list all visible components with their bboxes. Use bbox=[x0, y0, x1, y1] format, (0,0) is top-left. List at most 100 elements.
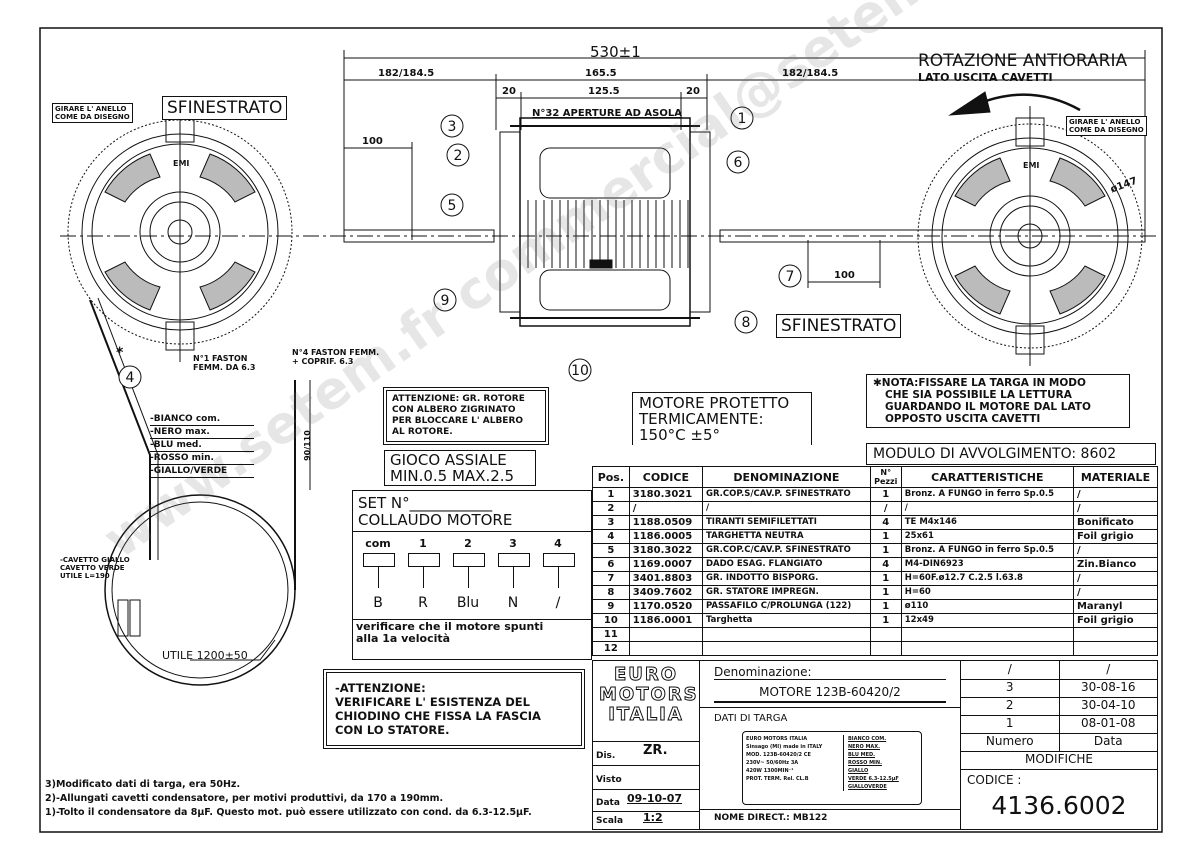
table-cell: H=60F.ø12.7 C.2.5 l.63.8 bbox=[900, 571, 1074, 586]
table-cell: 1186.0001 bbox=[628, 613, 703, 628]
terminal-label: 3 bbox=[509, 537, 517, 550]
table-cell: 4 bbox=[592, 529, 630, 544]
table-cell: / bbox=[869, 501, 902, 516]
table-cell: 7 bbox=[592, 571, 630, 586]
data-label: Data bbox=[596, 798, 620, 808]
terminal-label: com bbox=[365, 537, 391, 550]
balloon-6: 6 bbox=[726, 150, 750, 174]
table-cell: 1 bbox=[869, 613, 902, 628]
terminal-label: 2 bbox=[464, 537, 472, 550]
note-line: VERIFICARE L' ESISTENZA DEL bbox=[335, 695, 530, 709]
scala-value: 1:2 bbox=[643, 811, 663, 824]
table-cell: GR. INDOTTO BISPORG. bbox=[701, 571, 871, 586]
dim-lead-length: 90/110 bbox=[302, 430, 312, 461]
codice-value: 4136.6002 bbox=[991, 791, 1127, 820]
balloon-number: 4 bbox=[126, 370, 135, 386]
table-cell: PASSAFILO C/PROLUNGA (122) bbox=[701, 599, 871, 614]
table-cell: 12x49 bbox=[900, 613, 1074, 628]
scala-label: Scala bbox=[596, 816, 624, 826]
rotation-subtitle: LATO USCITA CAVETTI bbox=[918, 71, 1053, 84]
balloon-number: 6 bbox=[734, 155, 743, 171]
table-cell bbox=[701, 627, 871, 642]
table-cell: GR.COP.S/CAV.P. SFINESTRATO bbox=[701, 487, 871, 502]
wire-code: / bbox=[555, 595, 561, 611]
nameplate-line: VERDE 6.3-12.5µF bbox=[848, 776, 899, 782]
note-line: ATTENZIONE: GR. ROTORE bbox=[392, 394, 525, 404]
revision-note: 3)Modificato dati di targa, era 50Hz. bbox=[45, 779, 241, 790]
nameplate-line: BIANCO COM. bbox=[848, 736, 887, 742]
balloon-8: 8 bbox=[734, 310, 758, 334]
denominazione-label: Denominazione: bbox=[714, 665, 812, 679]
wire-line bbox=[513, 566, 514, 588]
table-cell: GR. STATORE IMPREGN. bbox=[701, 585, 871, 600]
modifiche-cell: 08-01-08 bbox=[1081, 716, 1136, 730]
table-cell: 4 bbox=[869, 515, 902, 530]
denominazione-value: MOTORE 123B-60420/2 bbox=[759, 685, 901, 699]
dim-inner: 125.5 bbox=[588, 86, 620, 97]
table-cell bbox=[869, 627, 902, 642]
dim-flange-left: 20 bbox=[502, 86, 516, 97]
balloon-3: 3 bbox=[440, 114, 464, 138]
table-cell: Bronz. A FUNGO in ferro Sp.0.5 bbox=[900, 487, 1074, 502]
table-cell: / bbox=[628, 501, 703, 516]
modifiche-row: // bbox=[961, 661, 1157, 680]
emi-label: EMI bbox=[1023, 161, 1040, 170]
balloon-2: 2 bbox=[446, 143, 470, 167]
collaudo-title: COLLAUDO MOTORE bbox=[358, 511, 513, 529]
wire-label: -NERO max. bbox=[150, 426, 254, 439]
revision-notes: 3)Modificato dati di targa, era 50Hz.2)-… bbox=[45, 778, 532, 820]
note-line: CON LO STATORE. bbox=[335, 723, 450, 737]
table-cell: / bbox=[701, 501, 871, 516]
balloon-number: 2 bbox=[454, 148, 463, 164]
set-number: SET N°___________ bbox=[358, 494, 493, 512]
note-line: CHIODINO CHE FISSA LA FASCIA bbox=[335, 709, 541, 723]
table-cell: 9 bbox=[592, 599, 630, 614]
label-line: CAVETTO VERDE bbox=[60, 564, 125, 572]
table-cell: / bbox=[1072, 571, 1159, 586]
modifiche-row: 2 30-04-10 bbox=[961, 697, 1157, 716]
terminal-label: 1 bbox=[419, 537, 427, 550]
modifiche-cell: 30-04-10 bbox=[1081, 698, 1136, 712]
table-cell bbox=[1072, 627, 1159, 642]
table-cell: 25x61 bbox=[900, 529, 1074, 544]
terminal-box bbox=[408, 553, 440, 567]
nameplate-line: GIALLOVERDE bbox=[848, 784, 887, 790]
label-line: -CAVETTO GIALLO bbox=[60, 556, 130, 564]
table-cell: 3 bbox=[592, 515, 630, 530]
table-cell: 1 bbox=[869, 487, 902, 502]
table-cell: DADO ESAG. FLANGIATO bbox=[701, 557, 871, 572]
table-row: 11 bbox=[592, 627, 1159, 642]
dim-overall: 530±1 bbox=[590, 43, 641, 61]
balloon-5: 5 bbox=[440, 193, 464, 217]
note-line: verificare che il motore spunti bbox=[356, 620, 544, 633]
table-cell bbox=[628, 641, 703, 656]
modifiche-label: MODIFICHE bbox=[1024, 752, 1093, 766]
wire-color-legend: -BIANCO com.-NERO max.-BLU med.-ROSSO mi… bbox=[150, 413, 254, 478]
codice-label: CODICE : bbox=[967, 773, 1022, 787]
sfinestrato-left-label: SFINESTRATO bbox=[162, 96, 288, 120]
logo-line: MOTORS bbox=[599, 684, 699, 705]
dis-label: Dis. bbox=[596, 751, 616, 761]
table-row: 2///// bbox=[592, 501, 1159, 516]
wire-line bbox=[378, 566, 379, 588]
column-header: DENOMINAZIONE bbox=[701, 466, 871, 488]
note-line: COME DA DISEGNO bbox=[1069, 126, 1144, 134]
modifiche-cell: 2 bbox=[961, 697, 1060, 715]
table-cell: 1186.0005 bbox=[628, 529, 703, 544]
table-cell: TIRANTI SEMIFILETTATI bbox=[701, 515, 871, 530]
wire-code: R bbox=[418, 595, 428, 611]
logo-line: EURO bbox=[613, 664, 679, 685]
balloon-7: 7 bbox=[778, 264, 802, 288]
table-cell bbox=[1072, 641, 1159, 656]
dati-targa-label: DATI DI TARGA bbox=[714, 713, 788, 724]
note-line: GIRARE L' ANELLO bbox=[55, 105, 127, 113]
wire-code: B bbox=[373, 595, 383, 611]
